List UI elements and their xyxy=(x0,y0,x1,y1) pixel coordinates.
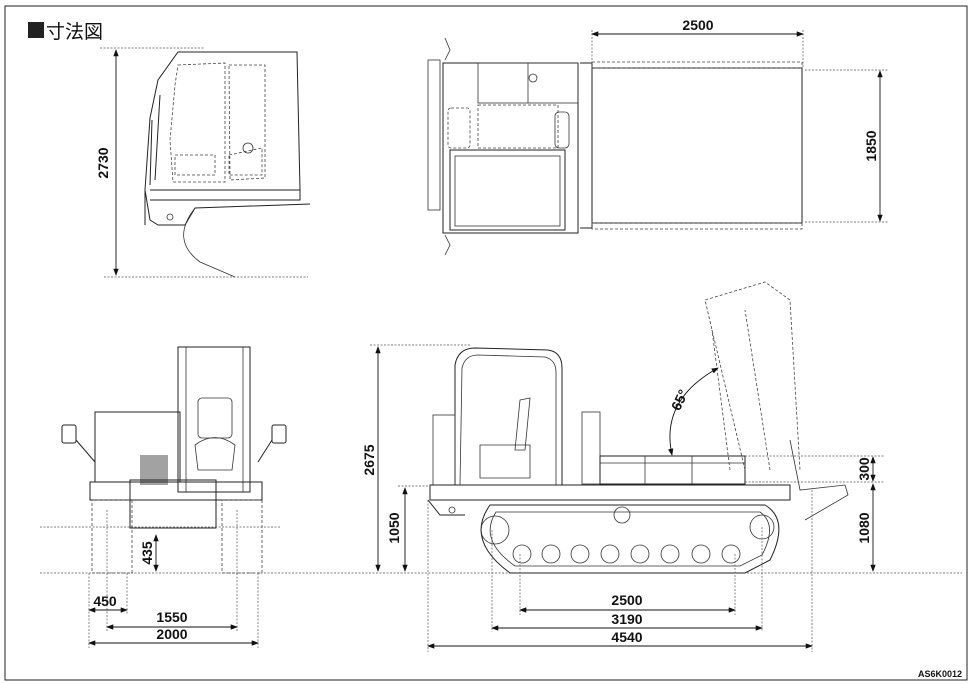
dim-bed-floor-height: 1080 xyxy=(856,512,872,543)
front-view: 435 450 1550 2000 xyxy=(40,346,287,648)
dim-overall-length: 4540 xyxy=(611,629,642,645)
dim-top-bed-width: 1850 xyxy=(863,130,879,161)
top-view-bed xyxy=(591,67,803,224)
dim-overall-height: 2675 xyxy=(361,444,377,475)
title-square-icon xyxy=(28,22,44,38)
drawing-code: AS6K0012 xyxy=(918,669,962,679)
cab-side-view: 2730 xyxy=(95,47,311,278)
side-view: 65° 2675 1050 300 1080 2500 3190 4540 xyxy=(361,281,885,652)
drawing-title: 寸法図 xyxy=(28,21,103,43)
side-view-bed xyxy=(599,455,746,485)
dim-track-width: 450 xyxy=(93,593,117,609)
dim-deck-height: 1050 xyxy=(386,512,402,543)
title-text: 寸法図 xyxy=(46,21,103,43)
dim-ground-clearance: 435 xyxy=(139,541,155,565)
dim-top-bed-length: 2500 xyxy=(682,17,713,33)
dim-bed-side-height: 300 xyxy=(856,457,872,481)
dim-tumbler-distance: 2500 xyxy=(611,592,642,608)
dim-track-length: 3190 xyxy=(611,611,642,627)
top-view: 2500 1850 xyxy=(427,17,888,256)
dim-cab-height: 2730 xyxy=(95,147,111,178)
dim-track-gauge: 1550 xyxy=(156,609,187,625)
dim-overall-width: 2000 xyxy=(156,626,187,642)
drawing-frame xyxy=(4,5,968,681)
